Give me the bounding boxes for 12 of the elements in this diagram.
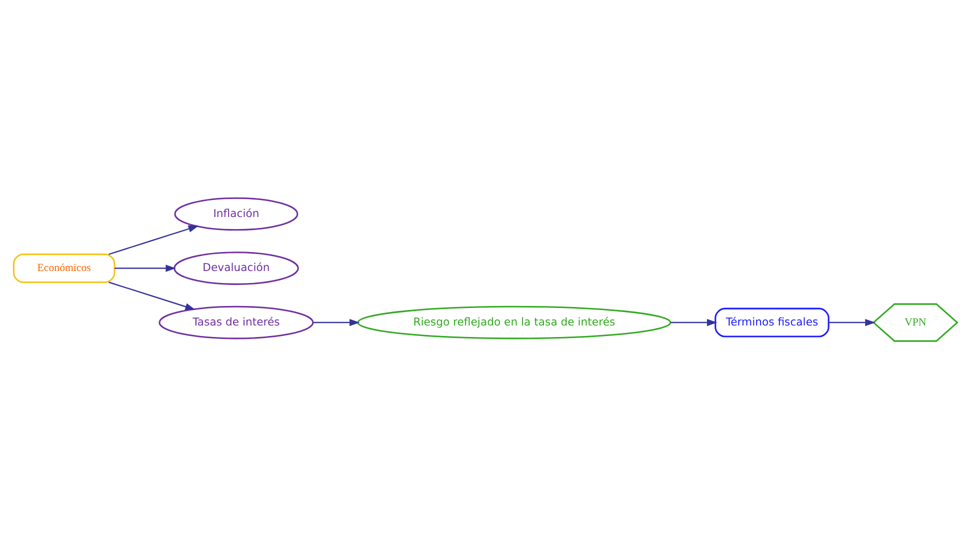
arrow	[108, 282, 196, 310]
node-ellipse: Riesgo reflejado en la tasa de interés	[357, 306, 672, 340]
node-ellipse: Devaluación	[174, 252, 299, 285]
arrow	[313, 318, 360, 326]
arrow	[108, 225, 199, 255]
arrow	[114, 264, 176, 272]
node-box: Económicos	[12, 254, 116, 283]
arrow	[828, 318, 876, 326]
arrow	[670, 318, 718, 326]
node-ellipse: Inflación	[174, 197, 298, 231]
node-box: Términos fiscales	[714, 308, 830, 338]
node-ellipse: Tasas de interés	[158, 306, 314, 340]
